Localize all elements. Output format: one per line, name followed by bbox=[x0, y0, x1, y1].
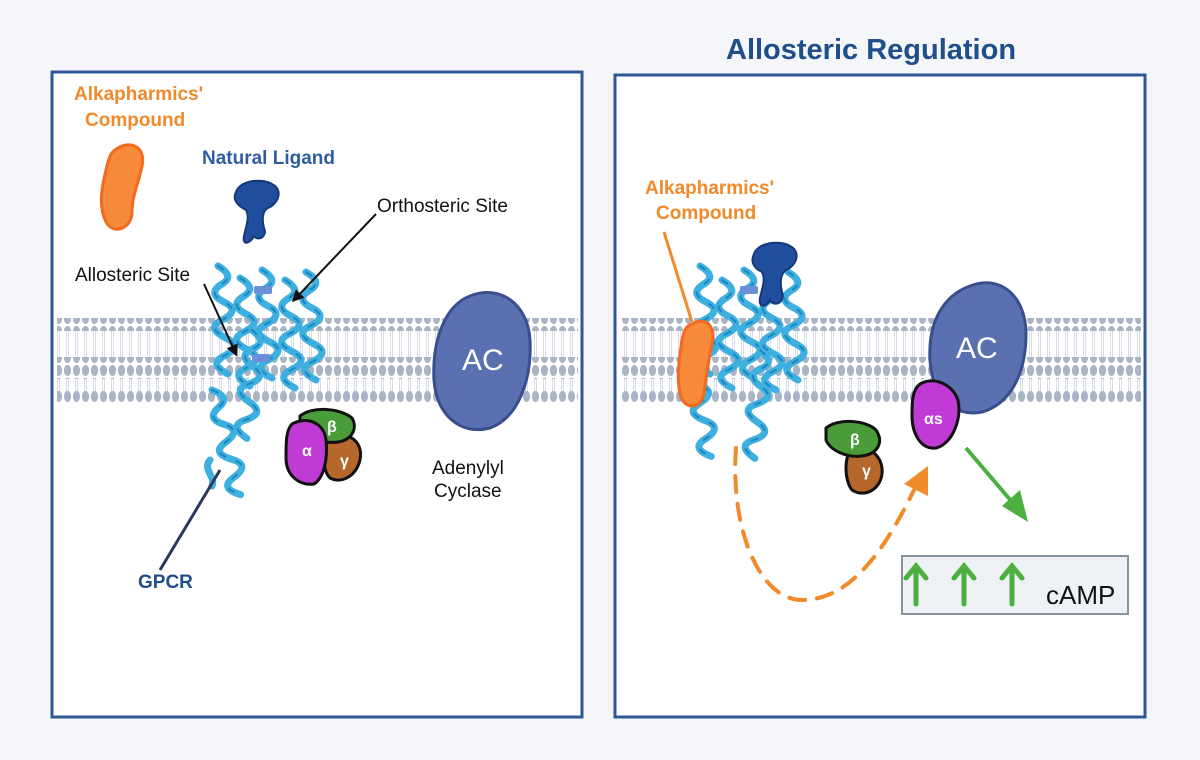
left-ac-shape bbox=[432, 291, 532, 432]
left-compound-shape bbox=[99, 143, 145, 231]
figure-title: Allosteric Regulation bbox=[726, 34, 1016, 66]
orthosteric-pointer bbox=[291, 213, 377, 303]
signal-dashed-arrow bbox=[733, 446, 916, 603]
camp-up-arrows bbox=[903, 562, 1025, 607]
orthosteric-site-label: Orthosteric Site bbox=[377, 196, 508, 217]
right-natural-ligand-shape bbox=[751, 241, 798, 307]
allosteric-pointer bbox=[203, 283, 238, 357]
right-gpcr bbox=[687, 266, 804, 459]
right-compound-shape bbox=[676, 319, 715, 408]
adenylyl-label-line2: Cyclase bbox=[434, 481, 502, 502]
right-alpha-s-subunit bbox=[910, 379, 961, 450]
left-ac-label: AC bbox=[462, 344, 504, 377]
left-alpha-subunit bbox=[284, 419, 328, 486]
camp-box bbox=[901, 555, 1129, 615]
allosteric-site-label: Allosteric Site bbox=[75, 265, 190, 286]
right-ac-shape bbox=[928, 281, 1028, 415]
left-g-protein: α β γ bbox=[284, 408, 363, 486]
right-gamma-label: γ bbox=[862, 463, 871, 480]
left-beta-label: β bbox=[327, 419, 337, 436]
left-compound-label-line2: Compound bbox=[85, 110, 185, 131]
camp-production-arrow bbox=[964, 446, 1014, 504]
left-compound-label-line1: Alkapharmics' bbox=[74, 84, 203, 105]
right-compound-label-line1: Alkapharmics' bbox=[645, 178, 774, 199]
right-beta-label: β bbox=[850, 432, 860, 449]
right-beta-subunit bbox=[824, 420, 881, 458]
right-compound-label-line2: Compound bbox=[656, 203, 756, 224]
camp-production-arrowhead bbox=[1002, 490, 1028, 522]
gpcr-label: GPCR bbox=[138, 572, 193, 593]
left-panel: Alkapharmics' Compound Natural Ligand α … bbox=[50, 70, 584, 719]
right-alpha-s-label: αs bbox=[924, 411, 943, 428]
right-ac-label: AC bbox=[956, 332, 998, 365]
gpcr-pointer bbox=[158, 469, 222, 571]
left-gamma-label: γ bbox=[340, 453, 349, 470]
camp-label: cAMP bbox=[1046, 580, 1115, 610]
right-beta-gamma: β γ bbox=[824, 420, 884, 495]
right-panel: Alkapharmics' Compound β γ AC αs cA bbox=[613, 73, 1147, 719]
left-natural-ligand-shape bbox=[233, 179, 280, 244]
adenylyl-label-line1: Adenylyl bbox=[432, 458, 504, 479]
right-compound-pointer bbox=[662, 231, 694, 323]
natural-ligand-label: Natural Ligand bbox=[202, 148, 335, 169]
left-alpha-label: α bbox=[302, 443, 312, 460]
signal-dashed-arrowhead bbox=[904, 466, 928, 496]
